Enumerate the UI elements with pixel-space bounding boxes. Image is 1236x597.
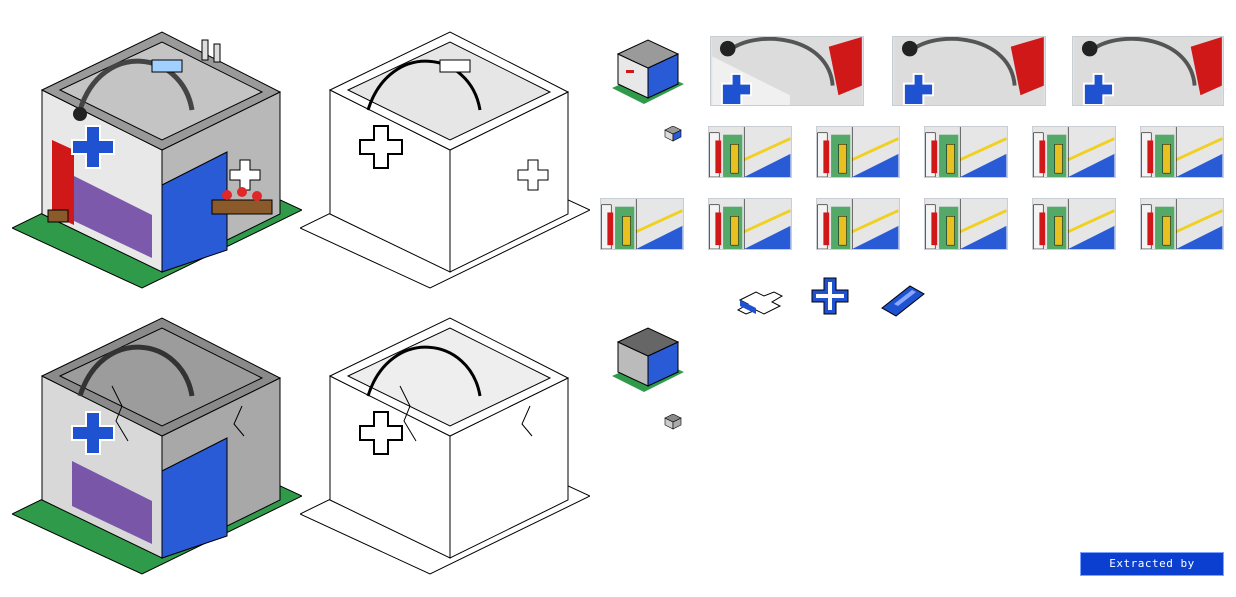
doorway-frame-row1-2 bbox=[816, 126, 900, 178]
cross-sign-frame-2 bbox=[811, 277, 849, 315]
doorway-frame-row2-5 bbox=[1032, 198, 1116, 250]
doorway-frame-row1-5 bbox=[1140, 126, 1224, 178]
cross-sign-frame-1 bbox=[736, 291, 784, 315]
stethoscope-frame-2 bbox=[892, 36, 1046, 106]
hospital-color-damaged-sprite bbox=[12, 317, 302, 575]
doorway-frame-row2-4 bbox=[924, 198, 1008, 250]
hospital-damaged-icon-tiny bbox=[664, 414, 682, 430]
hospital-icon-tiny bbox=[664, 126, 682, 142]
stethoscope-frame-3 bbox=[1072, 36, 1224, 106]
hospital-damaged-icon-medium bbox=[612, 327, 684, 392]
doorway-frame-row1-4 bbox=[1032, 126, 1116, 178]
doorway-frame-row2-3 bbox=[816, 198, 900, 250]
doorway-frame-row2-1 bbox=[600, 198, 684, 250]
hospital-lineart-damaged-sprite bbox=[300, 317, 590, 575]
stethoscope-frame-1 bbox=[710, 36, 864, 106]
doorway-frame-row2-2 bbox=[708, 198, 792, 250]
hospital-lineart-intact-sprite bbox=[300, 31, 590, 289]
doorway-frame-row2-6 bbox=[1140, 198, 1224, 250]
credit-badge: Extracted by DarkWolf bbox=[1080, 552, 1224, 592]
cross-sign-frame-3 bbox=[881, 285, 925, 317]
hospital-color-intact-sprite bbox=[12, 31, 302, 289]
hospital-icon-medium bbox=[612, 39, 684, 104]
doorway-frame-row1-3 bbox=[924, 126, 1008, 178]
doorway-frame-row1-1 bbox=[708, 126, 792, 178]
